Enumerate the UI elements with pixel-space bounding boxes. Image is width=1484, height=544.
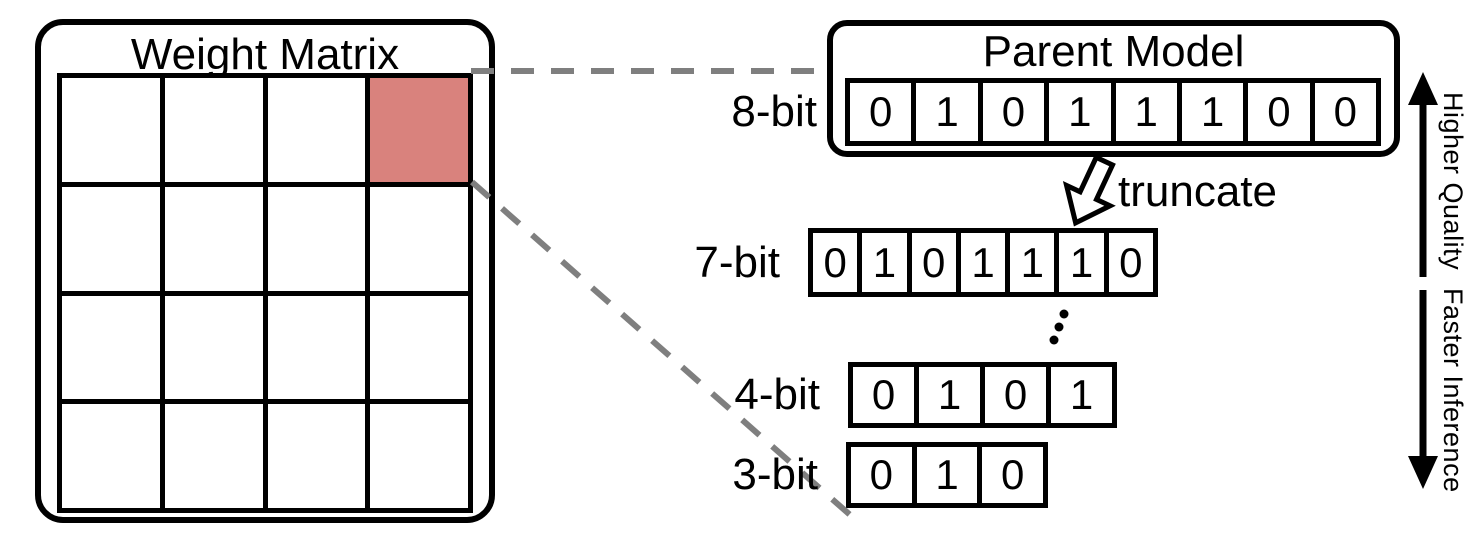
bit-cell: 0 <box>850 83 912 141</box>
bit-cell: 0 <box>911 233 956 292</box>
bit-cell: 1 <box>862 233 907 292</box>
bit-width-label-7-bit: 7-bit <box>694 238 780 287</box>
bit-width-label-3-bit: 3-bit <box>732 450 818 499</box>
up-arrow-icon <box>1408 72 1438 277</box>
bit-cell: 0 <box>853 367 914 423</box>
bit-cell: 1 <box>916 447 978 503</box>
bit-cell: 1 <box>919 367 980 423</box>
weight-matrix-highlighted-cell <box>370 78 468 182</box>
bit-cell: 1 <box>1115 83 1177 141</box>
bit-cell: 0 <box>1314 83 1376 141</box>
bit-cell: 1 <box>1059 233 1104 292</box>
bit-cell: 1 <box>960 233 1006 292</box>
weight-matrix-cell <box>164 78 263 182</box>
bit-cell: 0 <box>1248 83 1310 141</box>
bit-width-label-8-bit: 8-bit <box>731 87 817 136</box>
weight-matrix-title: Weight Matrix <box>130 30 400 79</box>
bit-cell: 0 <box>1108 233 1153 292</box>
down-arrow-icon <box>1408 290 1438 489</box>
bit-cell: 0 <box>813 233 858 292</box>
bit-cell: 0 <box>982 83 1045 141</box>
weight-matrix-cell <box>164 404 263 508</box>
weight-matrix-cell <box>62 295 160 400</box>
weight-matrix-cell <box>62 186 160 291</box>
weight-matrix-grid <box>57 73 473 513</box>
parent-model-title: Parent Model <box>982 27 1245 76</box>
bit-cell: 1 <box>1051 367 1112 423</box>
weight-matrix-cell <box>267 186 366 291</box>
bit-width-label-4-bit: 4-bit <box>734 370 820 419</box>
faster-inference-label: Faster Inference <box>1438 288 1468 493</box>
weight-matrix-cell <box>267 404 366 508</box>
higher-quality-label: Higher Quality <box>1438 92 1468 271</box>
weight-matrix-cell <box>267 295 366 400</box>
truncate-label: truncate <box>1118 167 1277 216</box>
weight-matrix-cell <box>370 295 468 400</box>
weight-matrix-cell <box>370 186 468 291</box>
bit-cell: 1 <box>1010 233 1055 292</box>
bit-cell: 0 <box>985 367 1046 423</box>
weight-matrix-cell <box>370 404 468 508</box>
bit-cell: 1 <box>1049 83 1111 141</box>
ellipsis-icon <box>1049 309 1069 345</box>
weight-matrix-cell <box>267 78 366 182</box>
weight-matrix-cell <box>62 404 160 508</box>
weight-matrix-cell <box>164 186 263 291</box>
weight-matrix-cell <box>62 78 160 182</box>
bit-cell: 1 <box>916 83 978 141</box>
bit-cell: 0 <box>851 447 912 503</box>
truncate-arrow-icon <box>1062 154 1116 227</box>
bit-cell: 1 <box>1181 83 1244 141</box>
weight-matrix-cell <box>164 295 263 400</box>
bit-cell: 0 <box>982 447 1043 503</box>
